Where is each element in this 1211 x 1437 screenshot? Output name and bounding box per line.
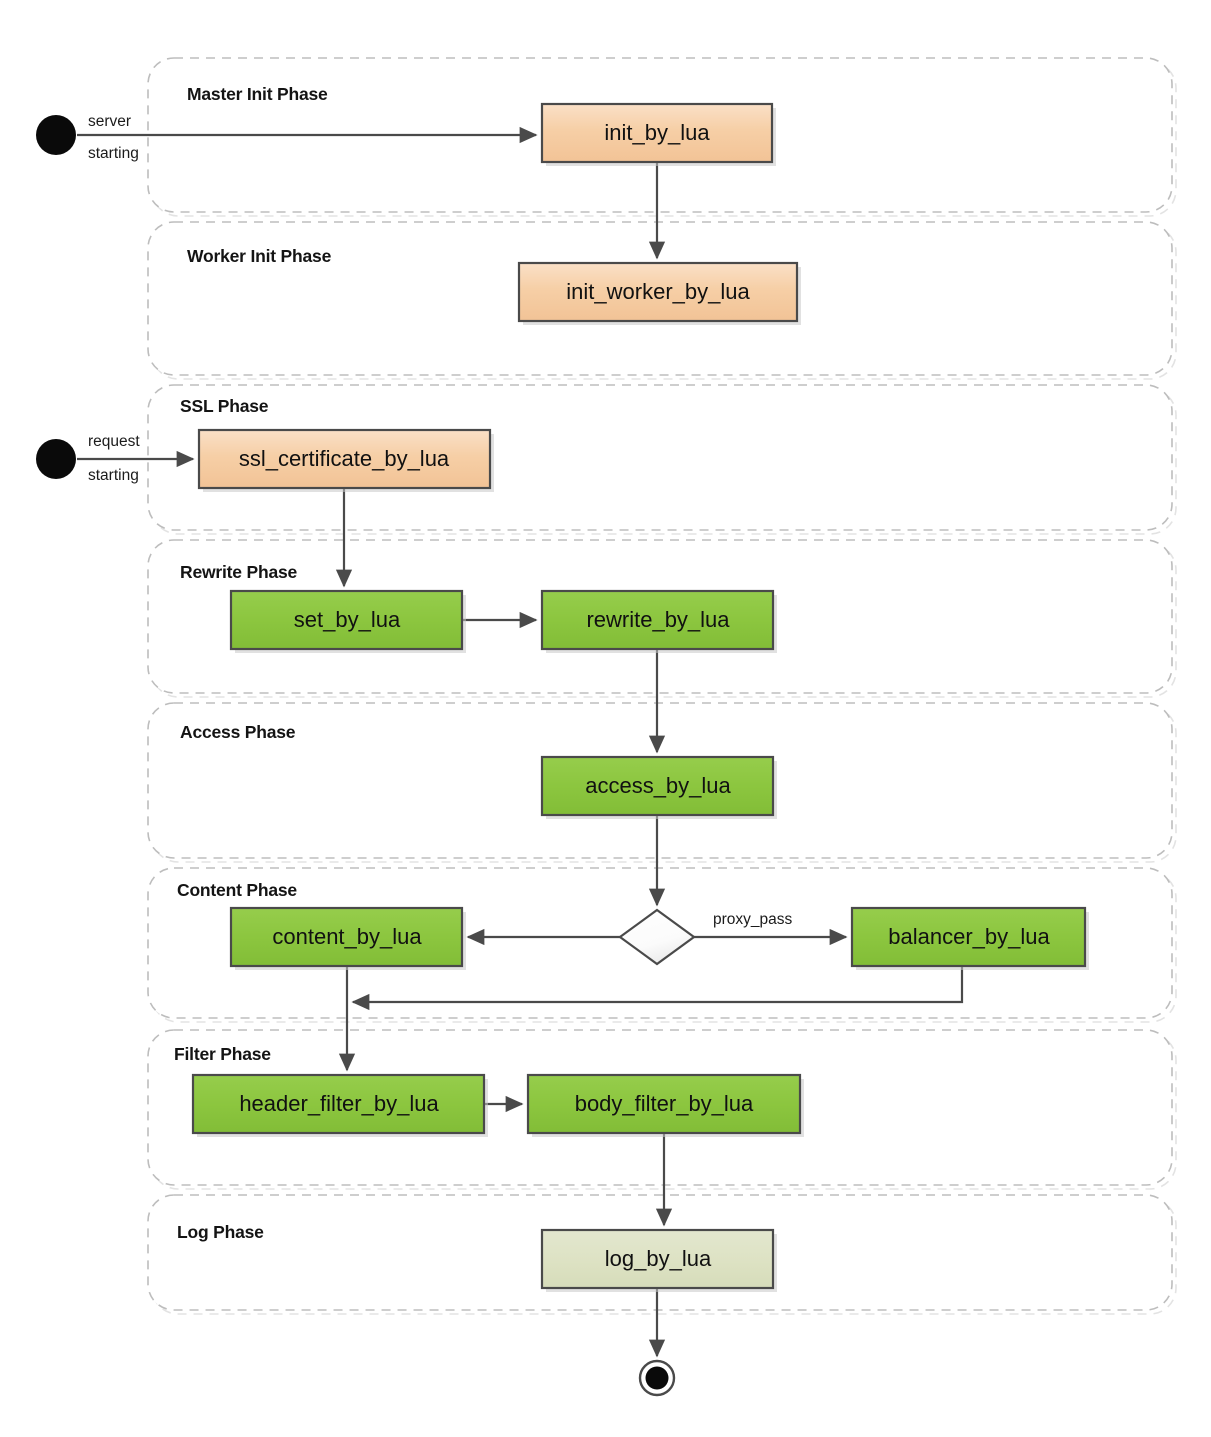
- node-header-filter-by-lua[interactable]: header_filter_by_lua: [191, 1073, 488, 1137]
- lane-label-filter: Filter Phase: [174, 1044, 271, 1064]
- node-init-worker-by-lua[interactable]: init_worker_by_lua: [517, 261, 801, 325]
- nodes: init_by_lua init_worker_by_lua ssl_certi…: [191, 102, 1089, 1292]
- edge-label-starting-server: starting: [88, 145, 139, 162]
- initial-node-server-starting: [36, 115, 76, 155]
- node-set-by-lua[interactable]: set_by_lua: [229, 589, 466, 653]
- node-body-filter-by-lua[interactable]: body_filter_by_lua: [526, 1073, 804, 1137]
- node-label-ssl-certificate-by-lua: ssl_certificate_by_lua: [239, 446, 450, 471]
- terminals: [36, 115, 676, 1397]
- node-init-by-lua[interactable]: init_by_lua: [540, 102, 776, 166]
- lane-label-master-init: Master Init Phase: [187, 84, 328, 104]
- node-balancer-by-lua[interactable]: balancer_by_lua: [850, 906, 1089, 970]
- edge-label-proxy-pass: proxy_pass: [713, 911, 793, 928]
- final-node: [638, 1359, 676, 1397]
- edges: [77, 126, 964, 1358]
- node-label-balancer-by-lua: balancer_by_lua: [888, 924, 1050, 949]
- lane-label-access: Access Phase: [180, 722, 296, 742]
- node-rewrite-by-lua[interactable]: rewrite_by_lua: [540, 589, 777, 653]
- node-label-rewrite-by-lua: rewrite_by_lua: [586, 607, 730, 632]
- node-label-body-filter-by-lua: body_filter_by_lua: [575, 1091, 754, 1116]
- node-label-init-worker-by-lua: init_worker_by_lua: [566, 279, 750, 304]
- decision-node-proxy-pass[interactable]: [618, 908, 696, 966]
- edge-balancer-return: [351, 966, 964, 1011]
- node-content-by-lua[interactable]: content_by_lua: [229, 906, 466, 970]
- edge-labels: server starting request starting proxy_p…: [88, 113, 793, 928]
- node-label-set-by-lua: set_by_lua: [294, 607, 401, 632]
- node-access-by-lua[interactable]: access_by_lua: [540, 755, 777, 819]
- node-ssl-certificate-by-lua[interactable]: ssl_certificate_by_lua: [197, 428, 494, 492]
- node-label-init-by-lua: init_by_lua: [604, 120, 710, 145]
- lane-label-ssl: SSL Phase: [180, 396, 269, 416]
- node-label-content-by-lua: content_by_lua: [272, 924, 422, 949]
- lane-label-log: Log Phase: [177, 1222, 264, 1242]
- lane-ssl: SSL Phase: [147, 384, 1177, 535]
- edge-label-starting-request: starting: [88, 467, 139, 484]
- edge-label-server: server: [88, 113, 131, 130]
- lane-label-rewrite: Rewrite Phase: [180, 562, 298, 582]
- node-label-log-by-lua: log_by_lua: [605, 1246, 712, 1271]
- lane-label-worker-init: Worker Init Phase: [187, 246, 332, 266]
- initial-node-request-starting: [36, 439, 76, 479]
- node-label-access-by-lua: access_by_lua: [585, 773, 731, 798]
- lane-label-content: Content Phase: [177, 880, 297, 900]
- node-log-by-lua[interactable]: log_by_lua: [540, 1228, 777, 1292]
- edge-label-request: request: [88, 433, 140, 450]
- node-label-header-filter-by-lua: header_filter_by_lua: [239, 1091, 439, 1116]
